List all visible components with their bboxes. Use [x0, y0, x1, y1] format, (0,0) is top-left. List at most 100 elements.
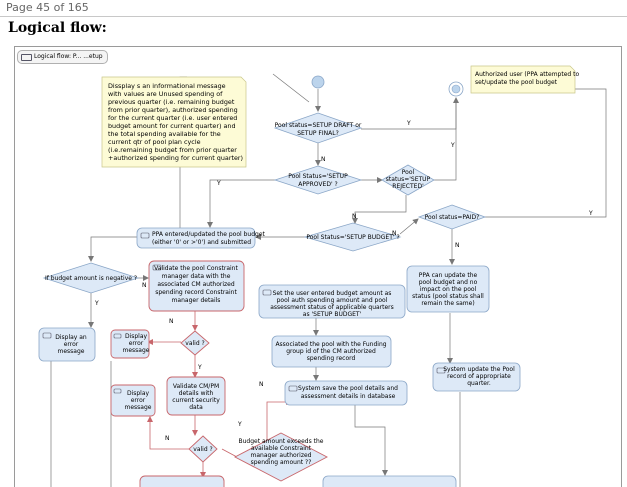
activity-label: assessment details in database: [301, 393, 396, 400]
edge-label: N: [165, 435, 170, 442]
activity-label: remain the same): [421, 300, 474, 307]
decision-setup-approved: Pool Status='SETUP APPROVED' ?: [273, 165, 363, 195]
edge-valid2-no: [147, 416, 189, 450]
note-anchor-line: [272, 73, 310, 103]
decision-paid: Pool status=PAID?: [417, 204, 487, 230]
edge-budget-to-paid: [399, 218, 419, 235]
decision-valid-1: valid ?: [180, 330, 210, 356]
decision-label: valid ?: [193, 446, 212, 453]
edge-exceeds-link: [221, 448, 238, 458]
decision-label: valid ?: [185, 340, 204, 347]
activity-ppa-entered: PPA entered/updated the pool budget (eit…: [136, 227, 266, 249]
activity-label: Validate the pool Constraint: [154, 265, 238, 272]
note-line: the total spending available for the: [108, 130, 221, 138]
activity-label: pool auth spending amount and pool: [277, 297, 388, 304]
note-line: budget amount for current quarter) and: [108, 122, 236, 130]
decision-label: Pool status=SETUP DRAFT or: [275, 122, 362, 129]
decision-label: If budget amount is negative ?: [45, 275, 137, 282]
activity-icon: [42, 332, 52, 339]
decision-label: Pool: [402, 169, 415, 176]
note-line: for the current quarter (i.e. user enter…: [108, 114, 237, 122]
edge-label: Y: [197, 364, 202, 371]
activity-label: Set the user entered budget amount as: [273, 290, 392, 297]
activity-label: System save the pool details and: [298, 385, 398, 392]
activity-icon: [113, 333, 122, 339]
decision-valid-2: valid ?: [188, 435, 218, 463]
section-title: Logical flow:: [8, 20, 107, 36]
diagram-tab-label: Logical flow: P... ...etup: [34, 53, 103, 60]
note-line: +authorized spending for current quarter…: [108, 154, 243, 162]
decision-label: Pool status=PAID?: [425, 214, 480, 221]
activity-ppa-can-update: PPA can update the pool budget and no im…: [406, 265, 490, 313]
edge-ppa-to-negative: [88, 236, 137, 262]
activity-system-save: System save the pool details and assessm…: [284, 380, 408, 406]
activity-icon: [288, 385, 298, 392]
diagram-tab[interactable]: Logical flow: P... ...etup: [17, 50, 108, 64]
final-node-inner: [451, 84, 461, 94]
activity-label: Validate CM/PM: [173, 383, 219, 390]
note-line: from prior quarter), authorized spending: [108, 106, 238, 114]
edge-label: N: [392, 230, 397, 237]
edge-label: Y: [94, 300, 99, 307]
edge-label: N: [455, 242, 460, 249]
activity-set-user-budget: Set the user entered budget amount as po…: [258, 284, 406, 319]
activity-display-error-2: Display error message: [110, 329, 150, 359]
edge-paid-yes: [475, 86, 607, 218]
activity-label: PPA entered/updated the pool budget: [152, 231, 266, 238]
flow-canvas: Dissplay s an informational message with…: [38, 65, 607, 487]
decision-label: Pool Status='SETUP: [288, 173, 348, 180]
authorized-user-note: Authorized user (PPA attempted to set/up…: [470, 65, 579, 94]
decision-label: Budget amount exceeds the: [239, 438, 324, 445]
activity-label: manager data with the: [162, 273, 231, 280]
activity-validate-cmpm: Validate CM/PM details with current secu…: [166, 376, 226, 416]
activity-label: Display an: [55, 334, 87, 341]
activity-icon: [152, 264, 162, 271]
decision-setup-budget: Pool Status='SETUP BUDGET' ?: [303, 222, 402, 252]
edge-label: Y: [450, 142, 455, 149]
activity-label: Associated the pool with the Funding: [275, 341, 386, 348]
note-line: with values are Unused spending of: [108, 90, 223, 98]
edge-exceeds-no: [266, 399, 292, 443]
edge-rejected-no: [352, 195, 407, 224]
activity-label: pool budget and no: [419, 279, 478, 286]
decision-setup-draft: Pool status=SETUP DRAFT or SETUP FINAL?: [273, 112, 363, 144]
activity-cutoff-right: [322, 475, 457, 487]
activity-label: status (pool status shall: [412, 293, 484, 300]
activity-label: spending record: [307, 355, 356, 362]
activity-label: manager details: [172, 297, 221, 304]
edge-label: N: [352, 213, 357, 220]
activity-cutoff-left: [139, 475, 225, 487]
activity-label: message: [125, 404, 152, 411]
decision-label: status='SETUP: [386, 176, 431, 183]
activity-label: quarter.: [467, 380, 491, 387]
activity-label: current security: [172, 397, 220, 404]
decision-label: APPROVED' ?: [298, 181, 337, 188]
decision-label: REJECTED': [392, 183, 424, 190]
edge-label: Y: [588, 210, 593, 217]
decision-label: Pool Status='SETUP BUDGET' ?: [306, 234, 399, 241]
note-line: Authorized user (PPA attempted to: [475, 71, 579, 78]
activity-label: spending record Constraint: [155, 289, 237, 296]
decision-setup-rejected: Pool status='SETUP REJECTED': [381, 164, 435, 196]
activity-label: error: [64, 341, 79, 348]
activity-label: assessment status of applicable quarters: [270, 304, 394, 311]
edge-label: N: [321, 156, 326, 163]
activity-label: error: [129, 340, 144, 347]
decision-label: spending amount ??: [251, 459, 312, 466]
decision-label: SETUP FINAL?: [297, 130, 339, 137]
initial-node: [311, 75, 325, 89]
activity-label: message: [123, 347, 150, 354]
activity-label: group id of the CM authorized: [286, 348, 376, 355]
decision-label: available Constraint: [251, 445, 312, 452]
decision-label: manager authorized: [251, 452, 312, 459]
decision-budget-negative: If budget amount is negative ?: [42, 262, 140, 294]
activity-display-error-1: Display an error message: [38, 327, 96, 362]
activity-display-error-3: Display error message: [110, 384, 156, 417]
activity-diagram: Logical flow: P... ...etup: [14, 46, 622, 487]
edge-label: Y: [406, 120, 411, 127]
activity-icon: [140, 232, 150, 239]
activity-label: Display: [127, 390, 150, 397]
activity-icon: [436, 367, 446, 374]
edge-labels: Y Y N Y N N Y N Y N N Y N N Y: [94, 120, 593, 442]
informational-note: Dissplay s an informational message with…: [101, 76, 247, 168]
